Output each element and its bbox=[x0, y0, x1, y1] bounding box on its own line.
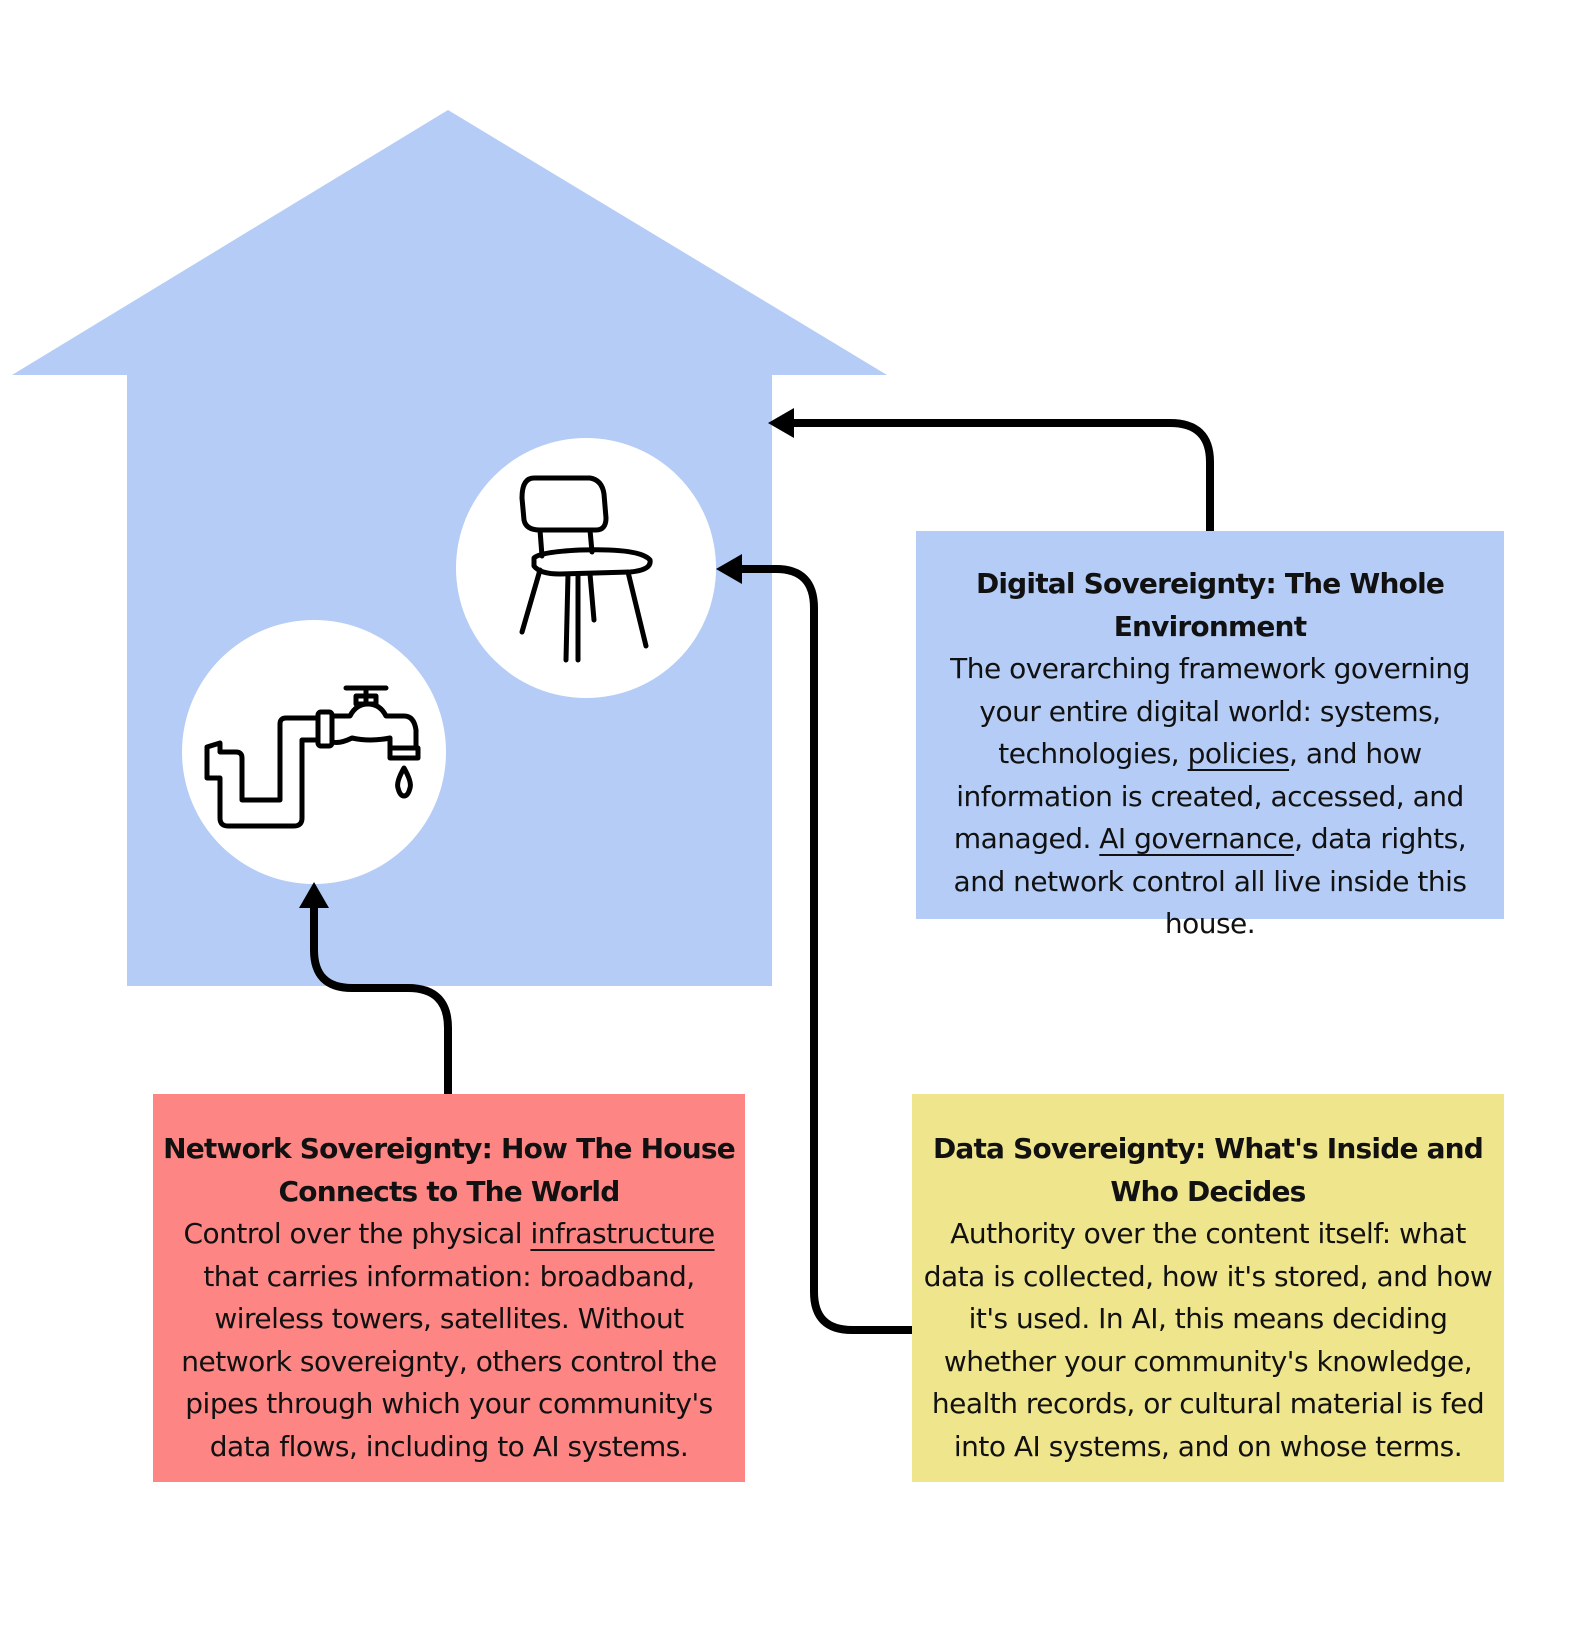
arrow-network-to-tap bbox=[310, 908, 452, 1094]
data-sovereignty-body: Authority over the content itself: what … bbox=[923, 1217, 1493, 1463]
ai-governance-link[interactable]: AI governance bbox=[1099, 822, 1295, 855]
arrows bbox=[310, 419, 1214, 1334]
digital-body-text-3: , data rights, and network control all l… bbox=[953, 822, 1467, 940]
digital-sovereignty-body: The overarching framework governing your… bbox=[926, 648, 1494, 946]
data-sovereignty-box: Data Sovereignty: What's Inside and Who … bbox=[912, 1094, 1504, 1482]
data-sovereignty-title: Data Sovereignty: What's Inside and Who … bbox=[932, 1132, 1484, 1208]
network-sovereignty-body: Control over the physical infrastructure… bbox=[159, 1213, 739, 1468]
arrowhead-network bbox=[299, 882, 329, 908]
digital-body-text-2: , and how information is created, access… bbox=[953, 737, 1464, 855]
chair-icon bbox=[519, 475, 653, 663]
network-sovereignty-box: Network Sovereignty: How The House Conne… bbox=[153, 1094, 745, 1482]
water-tap-pipe-icon bbox=[204, 685, 421, 829]
network-sovereignty-title: Network Sovereignty: How The House Conne… bbox=[163, 1132, 736, 1208]
house-shape bbox=[12, 110, 887, 986]
digital-body-text-1: The overarching framework governing your… bbox=[950, 652, 1470, 770]
digital-sovereignty-title: Digital Sovereignty: The Whole Environme… bbox=[975, 567, 1445, 643]
network-body-text-1: Control over the physical bbox=[183, 1217, 531, 1250]
network-body-text-2: that carries information: broadband, wir… bbox=[181, 1259, 717, 1463]
policies-link[interactable]: policies bbox=[1187, 737, 1290, 770]
arrow-digital-to-house bbox=[790, 419, 1214, 531]
arrow-data-to-chair bbox=[740, 565, 912, 1334]
arrowhead-data bbox=[716, 554, 742, 584]
arrowhead-digital bbox=[768, 408, 794, 438]
digital-sovereignty-box: Digital Sovereignty: The Whole Environme… bbox=[916, 531, 1504, 940]
infrastructure-link[interactable]: infrastructure bbox=[530, 1217, 715, 1250]
